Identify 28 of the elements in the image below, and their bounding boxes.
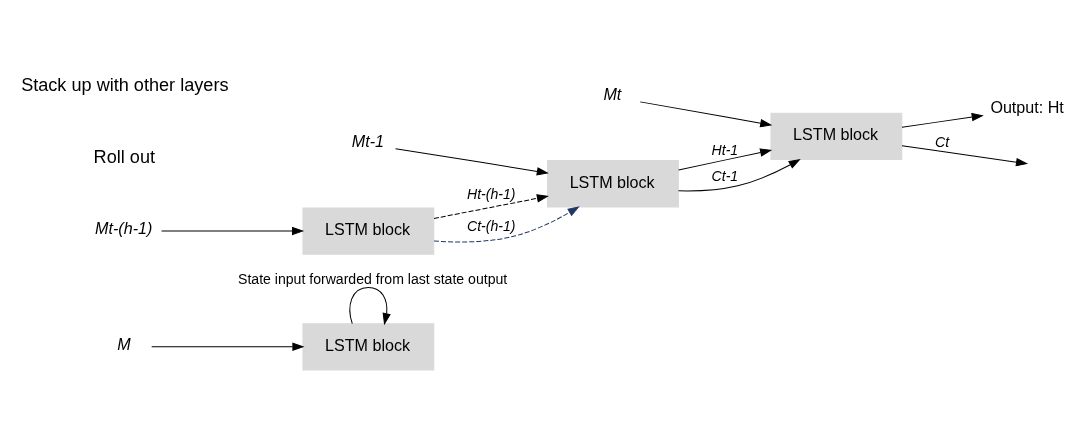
- arrow: [395, 148, 549, 176]
- edge-label: State input forwarded from last state output: [238, 270, 508, 287]
- arrow: [678, 148, 773, 171]
- edge-label: Ct-1: [711, 167, 739, 184]
- arrow: [639, 101, 773, 128]
- arrow: [161, 226, 305, 236]
- node-box: LSTM block: [547, 160, 679, 208]
- arrow: [433, 206, 580, 243]
- node-text: Output: Ht: [990, 98, 1064, 117]
- edge-label: Ct-(h-1): [467, 218, 516, 235]
- label: Stack up with other layers: [21, 74, 229, 95]
- arrow: [678, 159, 801, 192]
- label: Roll out: [93, 147, 156, 168]
- arrow: [349, 286, 391, 326]
- node-box: LSTM block: [302, 207, 435, 255]
- node-text: Mt: [603, 85, 622, 104]
- arrow: [901, 112, 984, 128]
- node-box: LSTM block: [770, 112, 903, 161]
- node-box: LSTM block: [302, 323, 435, 371]
- node-text: Mt-(h-1): [95, 218, 153, 237]
- node-text: M: [117, 334, 131, 353]
- arrow: [433, 194, 549, 219]
- edge-label: Ht-(h-1): [467, 186, 516, 203]
- edge-label: Ht-1: [711, 141, 739, 158]
- node-text: Mt-1: [351, 132, 384, 151]
- arrow: [901, 145, 1029, 167]
- arrow: [151, 342, 305, 352]
- edge-label: Ct: [935, 133, 950, 150]
